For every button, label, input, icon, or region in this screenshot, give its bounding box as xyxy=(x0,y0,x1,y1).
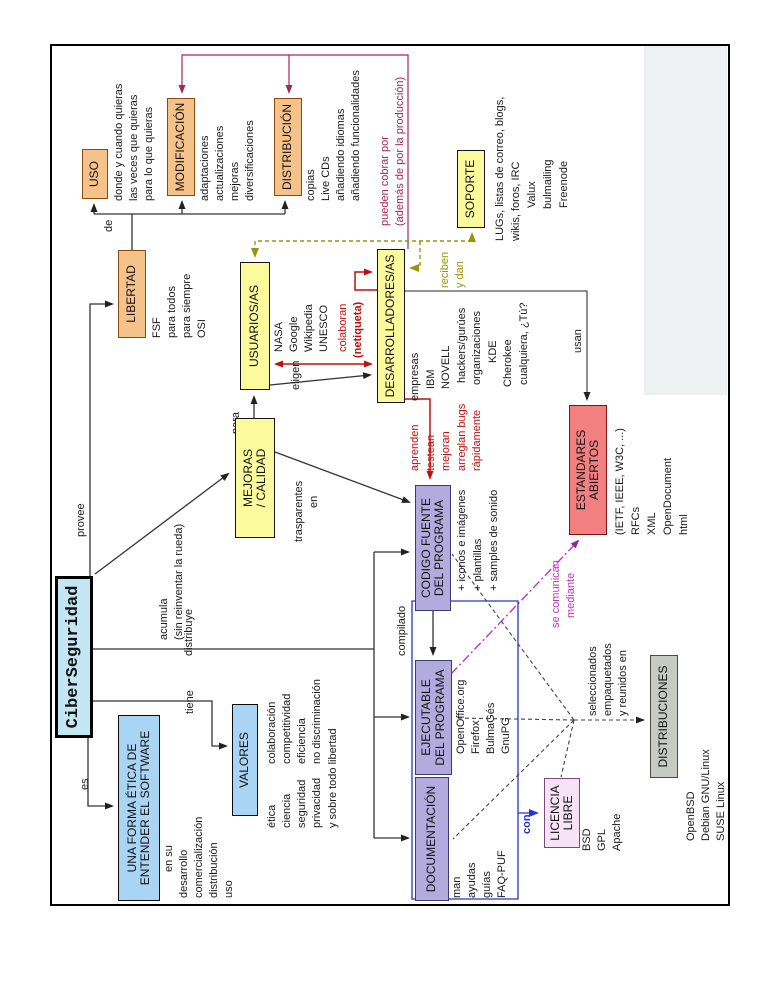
label-acumula: acumula(sin reinventar la rueda) xyxy=(158,523,185,640)
node-soporte: SOPORTE xyxy=(457,150,485,228)
label-provee: provee xyxy=(75,503,87,537)
concept-map-frame: CiberSeguridad USO MODIFICACIÓN DISTRIBUCI… xyxy=(50,44,730,906)
label-pueden-cobrar: pueden cobrar por(además de por la produ… xyxy=(379,76,406,226)
node-modificacion: MODIFICACIÓN xyxy=(167,98,195,196)
node-mejoras-calidad: MEJORAS/ CALIDAD xyxy=(235,418,275,538)
soporte-notes: LUGs, listas de correo, blogs,wikis, for… xyxy=(494,96,570,241)
label-usan: usan xyxy=(572,329,584,353)
node-libertad: LIBERTAD xyxy=(118,250,146,338)
label-tiene: tiene xyxy=(184,690,196,714)
label-colaboran: colaboran xyxy=(337,303,349,352)
node-desarrolladores: DESARROLLADORES/AS xyxy=(377,249,405,403)
node-usuarios: USUARIOS/AS xyxy=(240,262,270,390)
node-valores: VALORES xyxy=(232,704,258,816)
label-netiqueta: (netiqueta) xyxy=(352,301,364,358)
label-eligen: eligen xyxy=(290,360,302,390)
label-con: con xyxy=(521,814,533,834)
map-title-label: CiberSeguridad xyxy=(64,585,84,729)
codigo-fuente-notes: + iconos e imágenes+ plantillas+ samples… xyxy=(456,489,500,591)
node-uso: USO xyxy=(82,149,108,199)
label-de: de xyxy=(103,219,115,232)
label-compilado: compilado xyxy=(396,605,408,656)
label-es: es xyxy=(79,778,91,790)
node-documentacion: DOCUMENTACIÓN xyxy=(415,777,449,901)
node-title: CiberSeguridad xyxy=(55,576,93,738)
node-distribuciones: DISTRIBUCIONES xyxy=(650,655,678,778)
connector-lines xyxy=(87,54,645,900)
valores-notes-libertad: y sobre todo libertad xyxy=(327,728,339,828)
node-distribucion: DISTRIBUCIÓN xyxy=(274,98,302,196)
